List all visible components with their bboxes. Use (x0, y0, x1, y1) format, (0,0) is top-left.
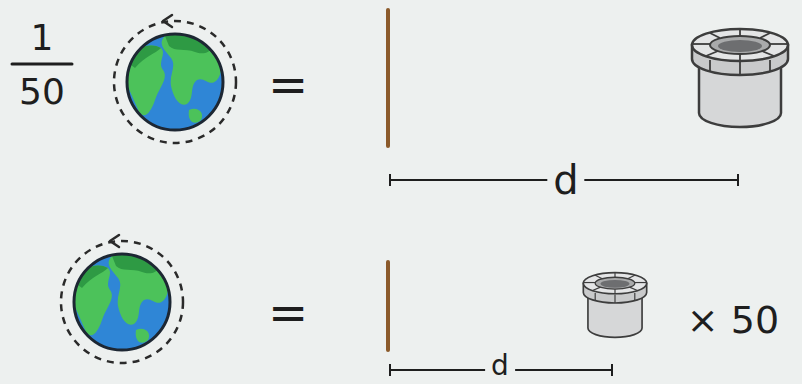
multiplier-label: × 50 (687, 301, 779, 339)
fraction-denominator: 50 (19, 74, 65, 110)
equals-sign: = (268, 288, 308, 336)
well-icon (583, 273, 646, 338)
fraction-numerator: 1 (31, 20, 54, 56)
earth-icon (61, 235, 183, 363)
dimension-label: d (547, 160, 584, 200)
earth-icon (114, 15, 236, 143)
fraction-bar (12, 63, 72, 66)
well-icon (692, 29, 788, 127)
dimension-label: d (485, 352, 515, 380)
equals-sign: = (268, 60, 308, 108)
stick (386, 10, 390, 146)
stick (386, 262, 390, 350)
